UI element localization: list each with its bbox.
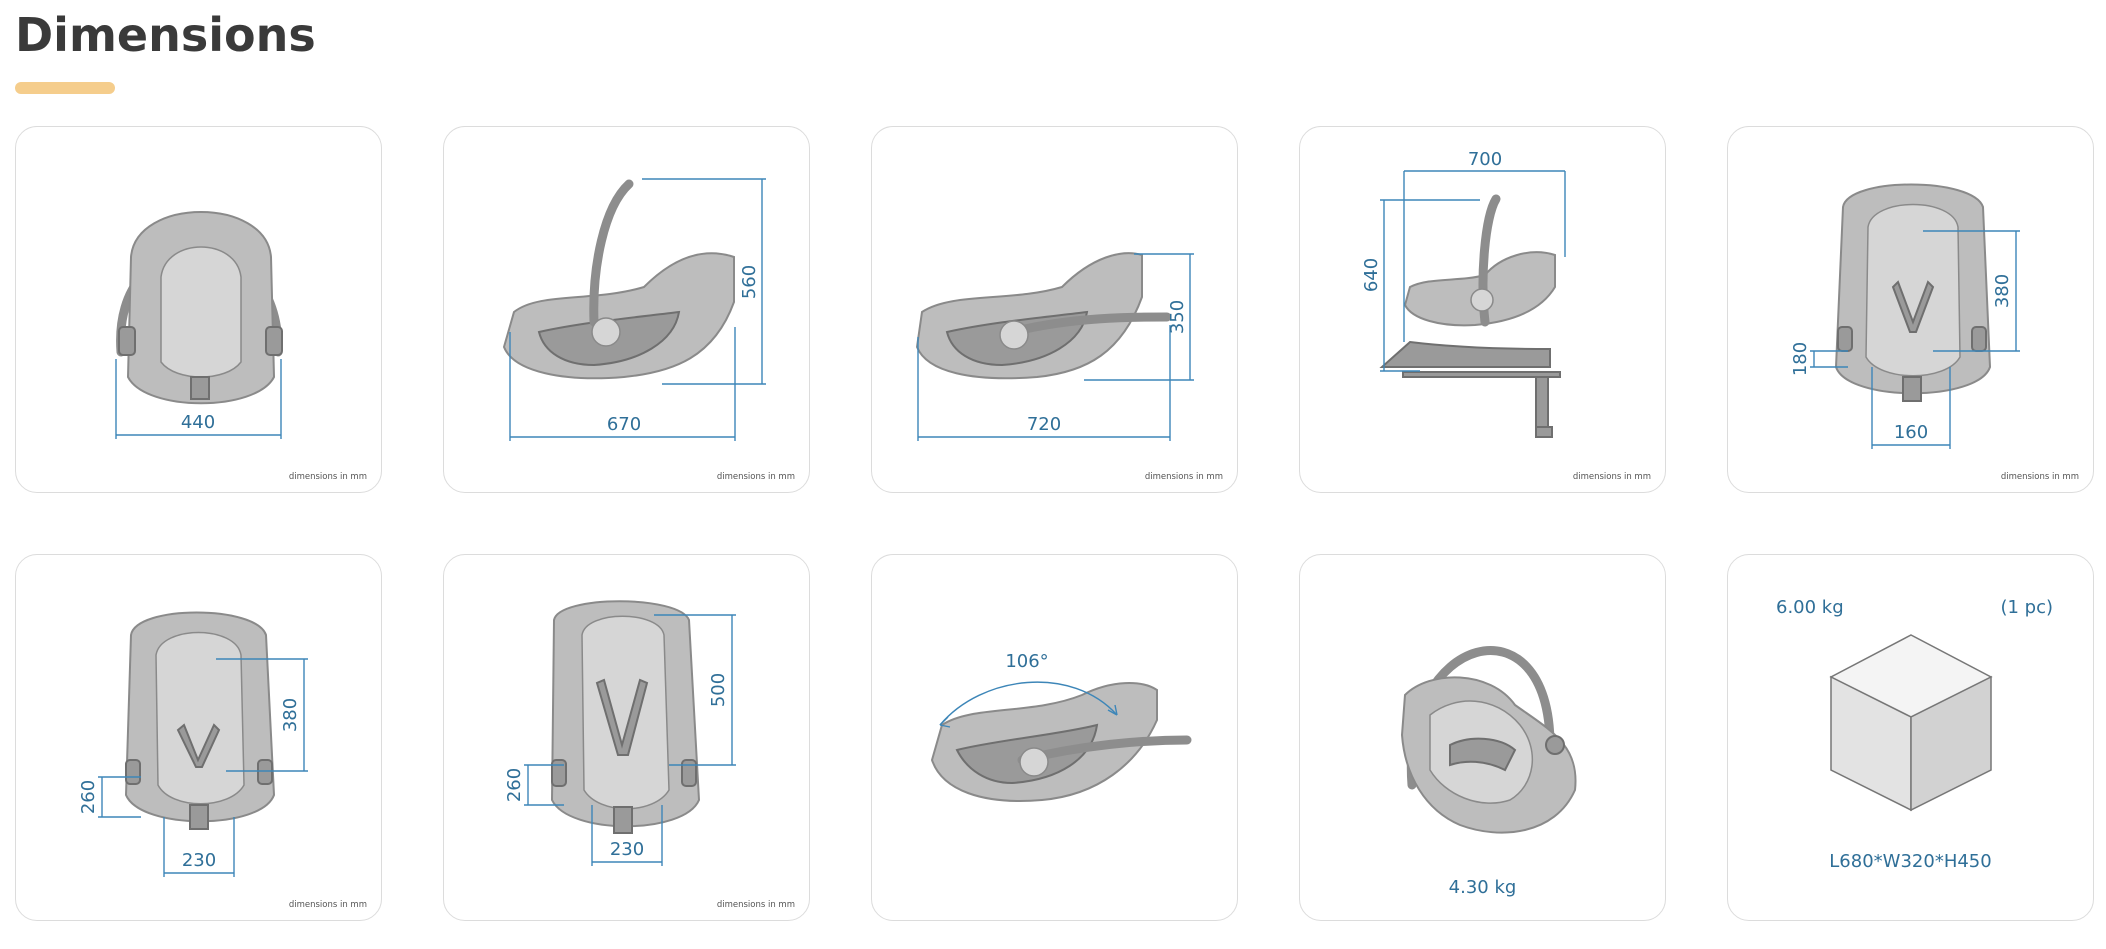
dim-seat-depth-label: 180 <box>1790 342 1811 376</box>
dim-height-label: 640 <box>1361 258 1382 292</box>
dim-shoulder-height-label: 380 <box>280 698 301 732</box>
dim-length-label: 670 <box>607 414 641 435</box>
side-handle-up-illustration: 670 560 <box>502 178 766 441</box>
front-harness-high-illustration: 500 260 230 <box>504 600 736 866</box>
card-side-handle-up[interactable]: 670 560 dimensions in mm <box>443 126 810 493</box>
package-weight-label: 6.00 kg <box>1776 597 1844 618</box>
dim-shoulder-height-label: 500 <box>708 673 729 707</box>
card-front-harness[interactable]: 380 180 160 dimensions in mm <box>1727 126 2094 493</box>
package-size-label: L680*W320*H450 <box>1829 851 1992 872</box>
package-box-illustration <box>1829 634 1993 812</box>
dim-seat-depth-label: 260 <box>504 768 525 802</box>
dim-height-label: 560 <box>739 265 760 299</box>
units-note: dimensions in mm <box>716 472 795 482</box>
page-title: Dimensions <box>15 8 316 62</box>
front-view-illustration: 440 <box>115 211 283 439</box>
units-note: dimensions in mm <box>2000 472 2079 482</box>
units-note: dimensions in mm <box>288 900 367 910</box>
dimensions-grid: 440 dimensions in mm 670 560 dimensions … <box>15 126 2094 921</box>
card-package[interactable]: 6.00 kg (1 pc) L680*W320*H450 <box>1727 554 2094 921</box>
dim-width-label: 440 <box>181 412 215 433</box>
card-side-handle-down[interactable]: 720 350 dimensions in mm <box>871 126 1238 493</box>
recline-angle-label: 106° <box>1005 651 1048 672</box>
dim-length-label: 700 <box>1468 149 1502 170</box>
recline-illustration: 106° <box>930 651 1192 802</box>
dim-seat-depth-label: 260 <box>78 780 99 814</box>
units-note: dimensions in mm <box>716 900 795 910</box>
dim-seat-width-label: 230 <box>182 850 216 871</box>
product-weight-label: 4.30 kg <box>1448 877 1517 898</box>
card-product-weight[interactable]: 4.30 kg <box>1299 554 1666 921</box>
dim-seat-width-label: 160 <box>1894 422 1928 443</box>
card-front-harness-high[interactable]: 500 260 230 dimensions in mm <box>443 554 810 921</box>
side-handle-down-illustration: 720 350 <box>915 252 1194 441</box>
dim-length-label: 720 <box>1027 414 1061 435</box>
dim-height-label: 350 <box>1167 300 1188 334</box>
title-underline <box>15 82 115 94</box>
units-note: dimensions in mm <box>1572 472 1651 482</box>
units-note: dimensions in mm <box>288 472 367 482</box>
card-front-harness-low[interactable]: 380 260 230 dimensions in mm <box>15 554 382 921</box>
units-note: dimensions in mm <box>1144 472 1223 482</box>
card-on-base[interactable]: 700 640 dimensions in mm <box>1299 126 1666 493</box>
perspective-illustration <box>1400 646 1577 834</box>
front-harness-illustration: 380 180 160 <box>1790 183 2020 449</box>
card-recline-angle[interactable]: 106° <box>871 554 1238 921</box>
package-count-label: (1 pc) <box>2000 597 2053 618</box>
on-base-illustration: 700 640 <box>1361 149 1566 438</box>
front-harness-low-illustration: 380 260 230 <box>78 611 308 877</box>
card-front-view[interactable]: 440 dimensions in mm <box>15 126 382 493</box>
dim-shoulder-height-label: 380 <box>1992 274 2013 308</box>
dim-seat-width-label: 230 <box>610 839 644 860</box>
